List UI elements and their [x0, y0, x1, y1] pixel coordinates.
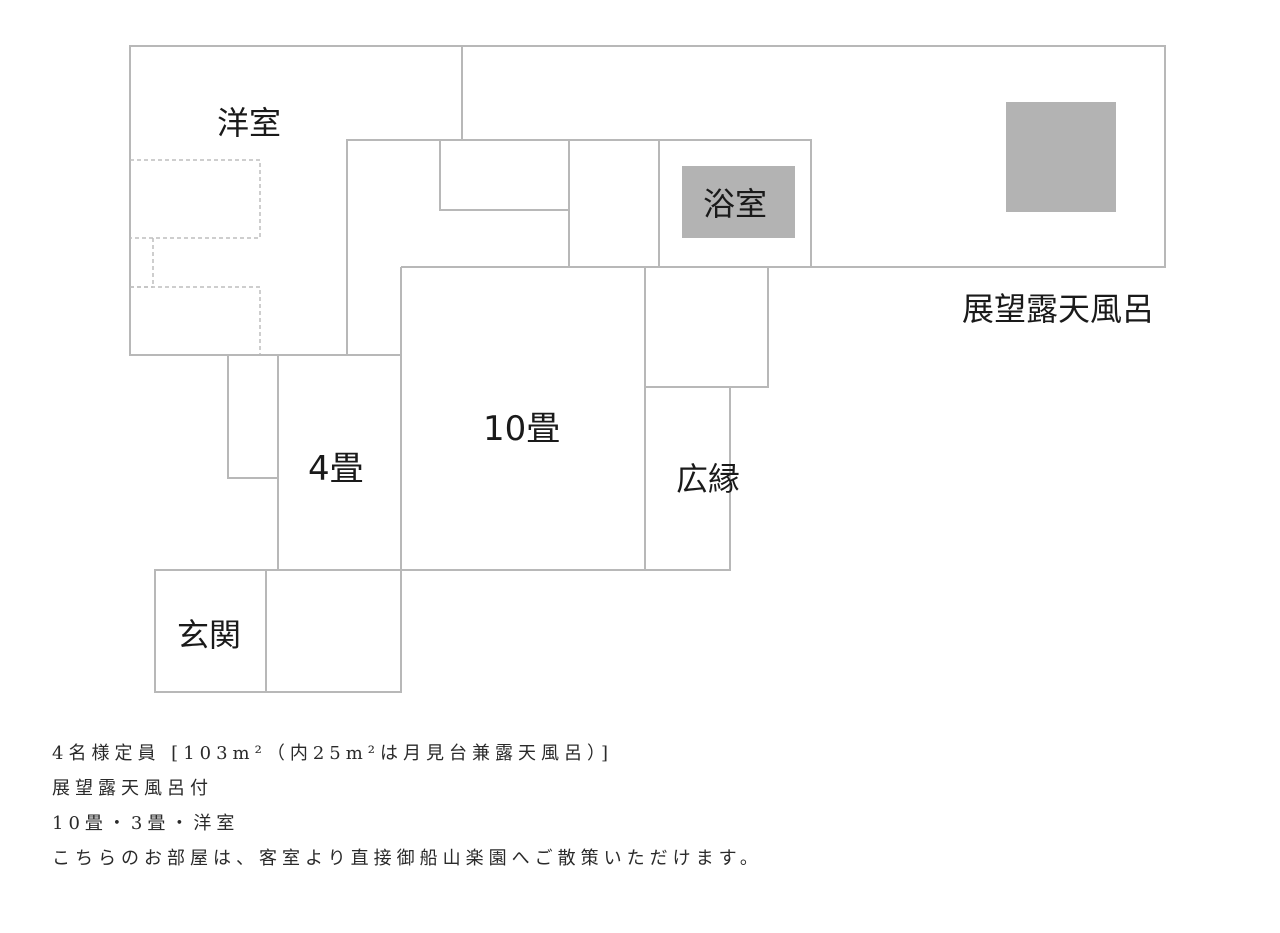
rooms-line: 10畳・3畳・洋室: [52, 813, 240, 834]
bathroom-area: [682, 166, 795, 238]
label-veranda: 広縁: [676, 460, 740, 498]
room-description: 4名様定員 [103m²（内25m²は月見台兼露天風呂）] 展望露天風呂付 10…: [52, 736, 1252, 876]
open-air-bath-tub: [1006, 102, 1116, 212]
label-bathroom: 浴室: [703, 185, 767, 223]
label-four-mat-room: 4畳: [308, 449, 364, 489]
label-entrance: 玄関: [177, 616, 241, 654]
bathroom-fill: [682, 166, 795, 238]
corridor-area: [346, 139, 812, 355]
open-air-bath-area: [462, 45, 1166, 268]
floor-plan-diagram: 洋室 浴室 展望露天風呂 10畳 4畳 広縁 玄関: [129, 45, 1166, 693]
label-open-air-bath: 展望露天風呂: [962, 290, 1154, 328]
bed-outline: [130, 159, 261, 239]
note-line: こちらのお部屋は、客室より直接御船山楽園へご散策いただけます。: [52, 848, 763, 869]
label-western-room: 洋室: [217, 104, 281, 142]
capacity-line: 4名様定員 [103m²（内25m²は月見台兼露天風呂）]: [52, 743, 614, 764]
label-ten-mat-room: 10畳: [483, 409, 560, 449]
western-room-area: [129, 45, 463, 356]
entrance-area: [154, 569, 402, 693]
bath-line: 展望露天風呂付: [52, 778, 213, 799]
bed-outline: [130, 286, 261, 355]
ten-mat-room-area: [400, 267, 646, 571]
veranda-area: [645, 267, 769, 571]
